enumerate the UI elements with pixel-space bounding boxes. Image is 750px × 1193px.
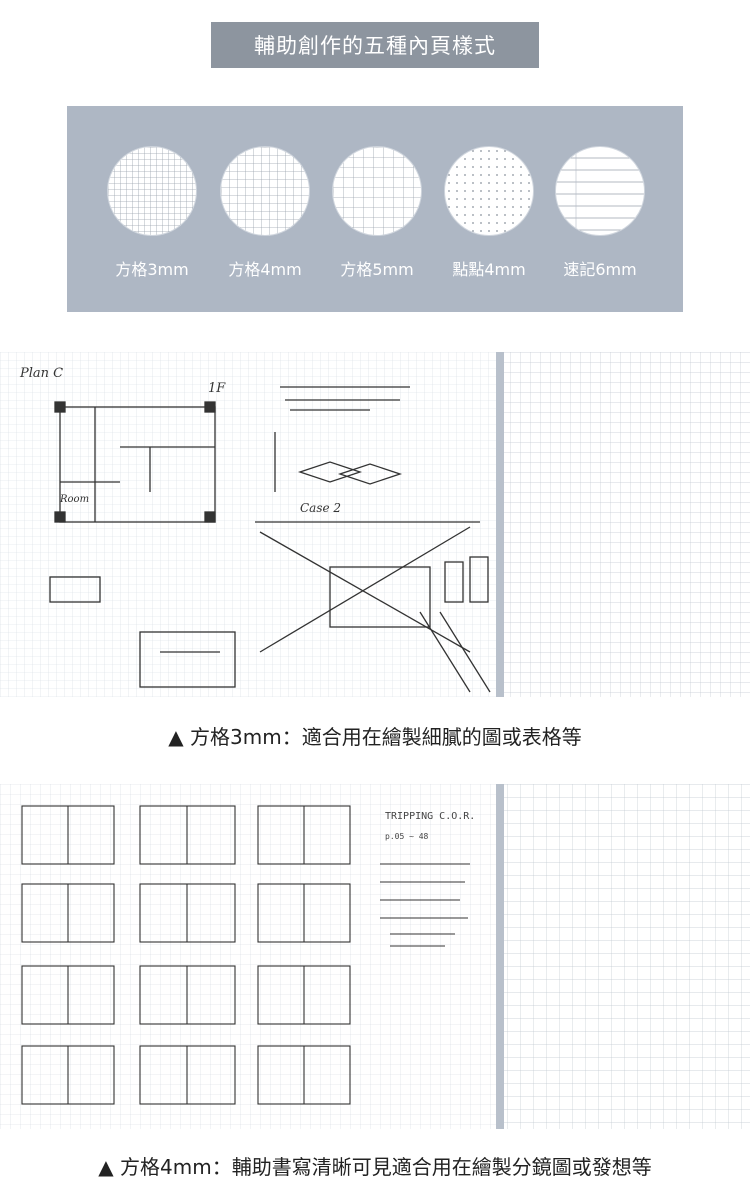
- swatch-grid-3mm: 方格3mm: [107, 146, 197, 280]
- swatch-label: 方格3mm: [115, 260, 189, 279]
- dot-4mm-pattern: [445, 147, 533, 235]
- notes-subtitle: p.05 ~ 48: [385, 832, 429, 841]
- storyboard-notebook-illustration: TRIPPING C.O.R. p.05 ~ 48: [0, 784, 750, 1129]
- lines-6mm-pattern: [556, 147, 644, 235]
- sketch-label-room: Room: [59, 494, 89, 505]
- grid-3mm-pattern: [108, 147, 196, 235]
- swatch-label: 速記6mm: [563, 260, 637, 279]
- swatch-label: 方格4mm: [228, 260, 302, 279]
- page-title: 輔助創作的五種內頁樣式: [254, 34, 496, 58]
- grid-5mm-circle: [332, 146, 422, 236]
- sample-photo-grid-3mm: Plan C 1F Case 2 Room: [0, 352, 750, 697]
- grid-4mm-pattern: [221, 147, 309, 235]
- grid-4mm-circle: [220, 146, 310, 236]
- notes-title: TRIPPING C.O.R.: [385, 811, 475, 822]
- swatch-panel: 方格3mm 方格4mm 方格5mm 點點4mm: [67, 106, 683, 312]
- swatch-grid-5mm: 方格5mm: [332, 146, 422, 280]
- sketch-label-plan: Plan C: [19, 366, 63, 381]
- lines-6mm-circle: [555, 146, 645, 236]
- grid-3mm-circle: [107, 146, 197, 236]
- swatch-label: 方格5mm: [340, 260, 414, 279]
- swatch-lines-6mm: 速記6mm: [555, 146, 645, 280]
- sample-photo-grid-4mm: TRIPPING C.O.R. p.05 ~ 48: [0, 784, 750, 1129]
- swatch-grid-4mm: 方格4mm: [220, 146, 310, 280]
- header-title-bar: 輔助創作的五種內頁樣式: [211, 22, 539, 68]
- sketch-notebook-illustration: Plan C 1F Case 2 Room: [0, 352, 750, 697]
- swatch-dot-4mm: 點點4mm: [444, 146, 534, 280]
- sketch-label-floor: 1F: [208, 381, 226, 396]
- grid-5mm-pattern: [333, 147, 421, 235]
- dot-4mm-circle: [444, 146, 534, 236]
- caption-grid-3mm: ▲ 方格3mm：適合用在繪製細膩的圖或表格等: [168, 725, 582, 749]
- swatch-label: 點點4mm: [452, 260, 526, 279]
- caption-grid-4mm: ▲ 方格4mm：輔助書寫清晰可見適合用在繪製分鏡圖或發想等: [98, 1155, 652, 1179]
- sketch-label-case: Case 2: [300, 501, 341, 515]
